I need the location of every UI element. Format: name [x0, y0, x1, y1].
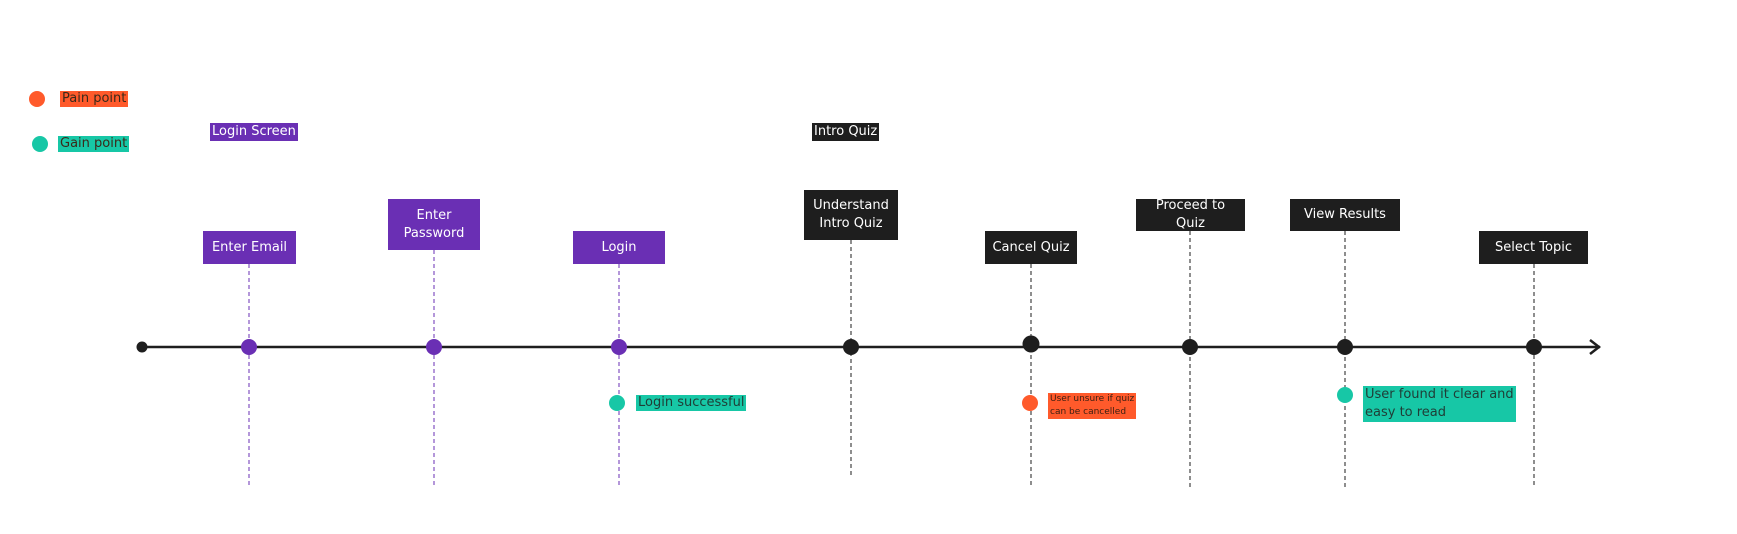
step-select-topic[interactable]: Select Topic	[1479, 231, 1588, 264]
node-enter-password[interactable]	[426, 339, 442, 355]
step-understand-intro-quiz[interactable]: Understand Intro Quiz	[804, 190, 898, 240]
node-enter-email[interactable]	[241, 339, 257, 355]
node-view-results[interactable]	[1337, 339, 1353, 355]
node-login[interactable]	[611, 339, 627, 355]
node-proceed-to-quiz[interactable]	[1182, 339, 1198, 355]
legend-pain-dot	[29, 91, 45, 107]
note-pain-dot-cancel	[1022, 395, 1038, 411]
timeline-arrow-head	[1589, 339, 1602, 355]
step-enter-email[interactable]: Enter Email	[203, 231, 296, 264]
step-login[interactable]: Login	[573, 231, 665, 264]
node-cancel-quiz[interactable]	[1022, 335, 1040, 353]
node-understand-intro-quiz[interactable]	[843, 339, 859, 355]
node-select-topic[interactable]	[1526, 339, 1542, 355]
section-intro-quiz: Intro Quiz	[812, 123, 880, 141]
legend-gain-dot	[32, 136, 48, 152]
timeline-start-dot	[136, 341, 148, 353]
step-cancel-quiz[interactable]: Cancel Quiz	[985, 231, 1077, 264]
step-proceed-to-quiz[interactable]: Proceed to Quiz	[1136, 198, 1245, 231]
note-quiz-cancel: User unsure if quiz can be cancelled	[1048, 393, 1137, 419]
step-enter-password[interactable]: Enter Password	[388, 199, 480, 250]
note-gain-dot-login	[609, 395, 625, 411]
legend-pain-label: Pain point	[60, 91, 129, 107]
step-view-results[interactable]: View Results	[1290, 199, 1400, 231]
section-login-screen: Login Screen	[210, 123, 298, 141]
note-results-clear: User found it clear and easy to read	[1363, 386, 1516, 422]
note-gain-dot-results	[1337, 387, 1353, 403]
note-login-successful: Login successful	[636, 395, 747, 411]
legend-gain-label: Gain point	[58, 136, 130, 152]
